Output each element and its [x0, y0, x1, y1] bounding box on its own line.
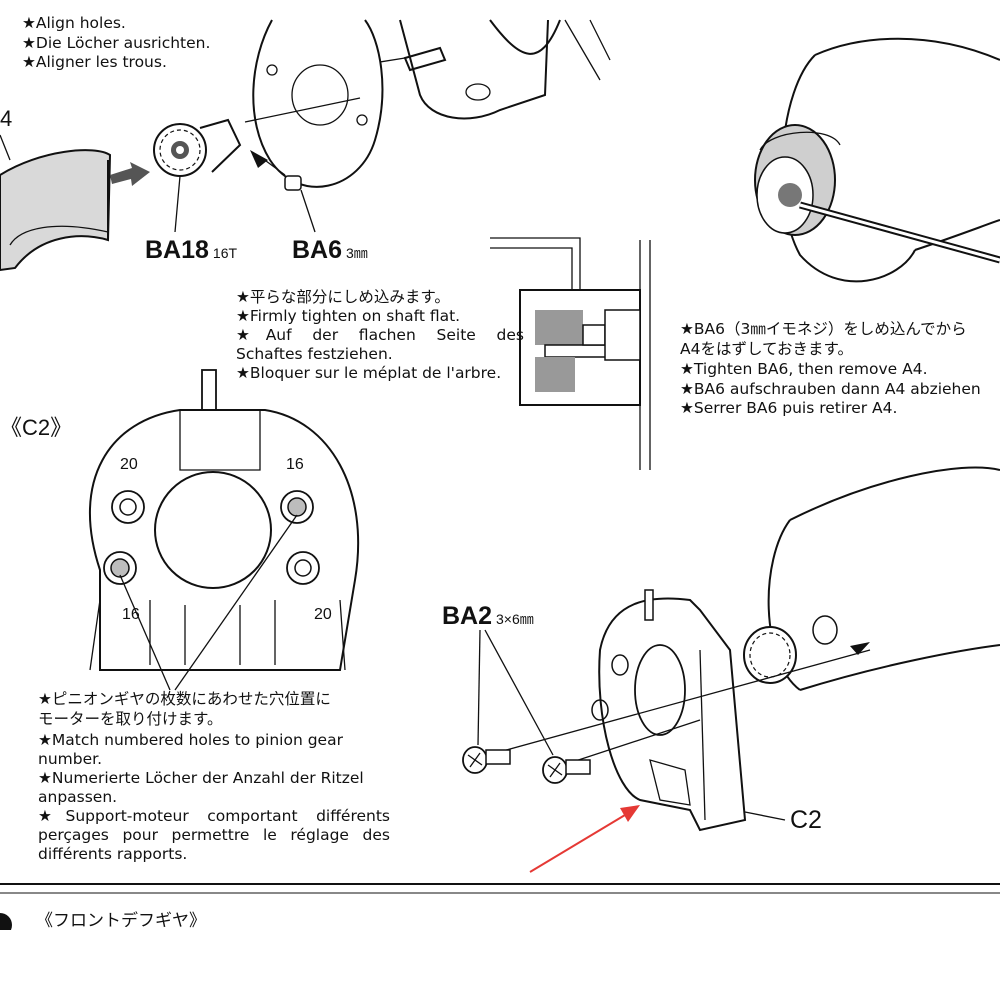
- match-note-fr-2: perçages pour permettre le réglage des: [38, 826, 390, 844]
- tighten-note-fr: ★Bloquer sur le méplat de l'arbre.: [236, 364, 502, 382]
- remove-note-en: ★Tighten BA6, then remove A4.: [680, 360, 928, 378]
- match-note-en-2: number.: [38, 750, 102, 768]
- remove-note-fr: ★Serrer BA6 puis retirer A4.: [680, 399, 898, 417]
- hex-key-section-drawing: [490, 237, 651, 470]
- tighten-note-jp: ★平らな部分にしめ込みます。: [236, 288, 450, 306]
- tool-a4-drawing: [0, 134, 112, 272]
- screw-2: [542, 756, 591, 784]
- annotation-arrow: [529, 805, 640, 873]
- match-note-fr-3: différents rapports.: [38, 845, 188, 863]
- match-note-de: ★Numerierte Löcher der Anzahl der Ritzel: [38, 769, 364, 787]
- mounted-pinion: [743, 626, 797, 684]
- hole-number-top-left: 20: [120, 456, 138, 473]
- align-note-de: ★Die Löcher ausrichten.: [22, 34, 211, 52]
- tighten-note-de: ★Auf der flachen Seite des: [236, 326, 524, 344]
- mount-label: C2: [790, 806, 822, 834]
- motor-plate-drawing: [252, 19, 611, 188]
- remove-note-jp-2: A4をはずしておきます。: [680, 340, 853, 358]
- screw-1: [462, 746, 511, 774]
- motor-mount-assembly-drawing: [462, 466, 1000, 832]
- setscrew-drawing: [284, 175, 316, 233]
- hole-number-bottom-right: 20: [314, 606, 332, 623]
- motor-tool-drawing: [754, 37, 1000, 283]
- instruction-sheet: ★Align holes. ★Die Löcher ausrichten. ★A…: [0, 14, 1000, 931]
- hole-number-bottom-left: 16: [122, 606, 140, 623]
- match-note-jp: ★ピニオンギヤの枚数にあわせた穴位置に: [38, 690, 331, 708]
- remove-note-jp: ★BA6（3㎜イモネジ）をしめ込んでから: [680, 320, 967, 338]
- alignment-line: [244, 97, 361, 123]
- match-note-fr: ★Support-moteur comportant différents: [38, 807, 390, 825]
- hole-number-top-right: 16: [286, 456, 304, 473]
- tighten-note-de-2: Schaftes festziehen.: [236, 345, 393, 363]
- c2-mount-plan-drawing: [89, 369, 360, 691]
- tighten-note-en: ★Firmly tighten on shaft flat.: [236, 307, 461, 325]
- next-step-title: 《フロントデフギヤ》: [36, 911, 206, 931]
- pinion-gear-drawing: [153, 118, 242, 233]
- tool-label: 4: [0, 106, 13, 131]
- c2-section-title: 《C2》: [0, 415, 73, 440]
- match-note-de-2: anpassen.: [38, 788, 118, 806]
- match-note-en: ★Match numbered holes to pinion gear: [38, 731, 343, 749]
- remove-note-de: ★BA6 aufschrauben dann A4 abziehen: [680, 380, 981, 398]
- align-note-en: ★Align holes.: [22, 14, 126, 32]
- assembly-illustrations: [0, 19, 1000, 930]
- align-note-fr: ★Aligner les trous.: [22, 53, 167, 71]
- match-note-jp-2: モーターを取り付けます。: [38, 710, 223, 728]
